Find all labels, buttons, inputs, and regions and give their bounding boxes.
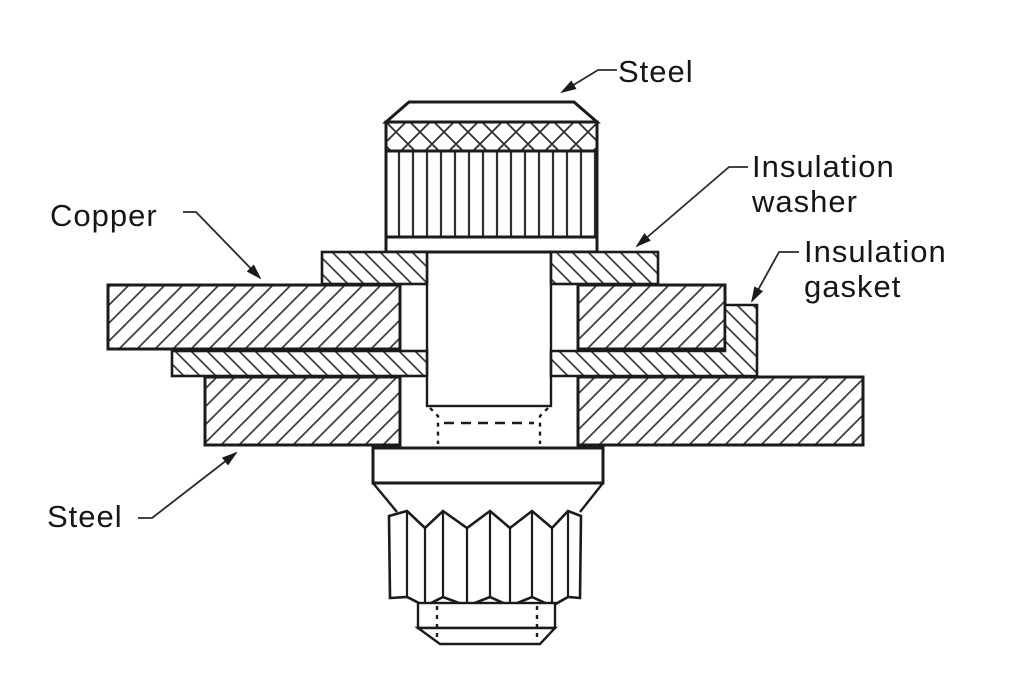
leader-steel-bottom <box>138 451 238 519</box>
bolt-head-crosshatch-band <box>384 120 599 153</box>
label-steel-top: Steel <box>618 54 694 89</box>
insulation-washer-right <box>549 250 660 286</box>
copper-plate-right <box>576 283 727 351</box>
steel-plate-right <box>576 375 865 447</box>
nut-taper-left-edge <box>372 482 398 513</box>
label-steel-bottom: Steel <box>47 499 123 534</box>
label-insulation-gasket-line1: Insulation <box>804 234 947 269</box>
nut-hidden-lines <box>435 606 539 641</box>
label-copper: Copper <box>50 198 158 233</box>
nut-cylinder <box>416 601 557 630</box>
label-insulation-gasket-line2: gasket <box>804 269 901 304</box>
label-insulation-washer-line2: washer <box>751 184 858 219</box>
steel-plate-left <box>203 375 402 447</box>
insulation-gasket-left <box>170 349 429 378</box>
nut-flange <box>371 446 605 485</box>
bolt-head-collar <box>384 235 599 254</box>
leader-copper <box>183 211 262 280</box>
bolt <box>381 100 602 444</box>
nut-taper-right-edge <box>579 482 604 513</box>
annotations: Steel Insulation washer Insulation gaske… <box>47 54 947 534</box>
bolt-shank <box>425 250 553 408</box>
leader-insulation-washer <box>635 166 748 248</box>
bolt-hidden-end-lines <box>429 407 549 444</box>
leader-steel-top <box>560 69 617 94</box>
copper-plate <box>106 283 727 351</box>
bolt-head-chamfer <box>381 100 602 124</box>
insulation-gasket-right <box>549 303 759 378</box>
label-insulation-washer-line1: Insulation <box>752 149 895 184</box>
bolt-head-knurl-band <box>384 149 599 239</box>
copper-plate-left <box>106 283 402 351</box>
leader-insulation-gasket <box>751 251 799 303</box>
insulation-washer <box>320 250 660 286</box>
insulation-washer-left <box>320 250 429 286</box>
nut-flute-lines <box>405 511 570 606</box>
steel-plate <box>203 375 865 447</box>
insulation-gasket <box>170 303 759 378</box>
nut <box>371 446 605 646</box>
nut-tip-chamfer <box>414 626 558 646</box>
